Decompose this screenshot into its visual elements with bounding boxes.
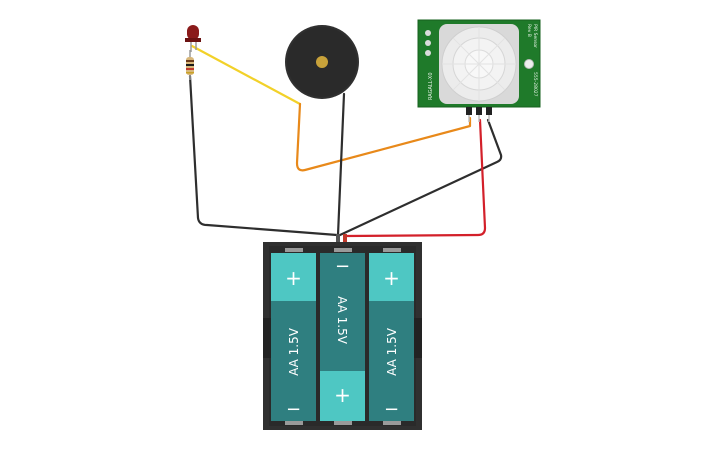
resistor-icon[interactable] xyxy=(186,50,194,80)
battery-cell-2: − AA 1.5V + xyxy=(320,253,365,421)
pir-left-text: RAGALL-X0 xyxy=(428,72,434,100)
cell-1-top-terminal: + xyxy=(285,266,302,290)
cell-3-top-terminal: + xyxy=(383,266,400,290)
cell-1-bottom-terminal: − xyxy=(286,399,301,420)
wire-orange[interactable] xyxy=(295,102,472,172)
cell-2-label: AA 1.5V xyxy=(335,296,349,345)
cell-3-label: AA 1.5V xyxy=(385,327,399,376)
pir-right-text-1: PIR Sensor xyxy=(532,24,538,48)
wire-red[interactable] xyxy=(343,118,487,243)
battery-pack-icon[interactable]: + AA 1.5V − − AA 1.5V + + AA 1.5V − xyxy=(263,234,422,430)
cell-3-bottom-terminal: − xyxy=(384,399,399,420)
buzzer-icon[interactable] xyxy=(285,25,359,99)
cell-1-label: AA 1.5V xyxy=(287,327,301,376)
pir-right-text-3: 555-28027 xyxy=(532,72,538,97)
wire-black-buzzer[interactable] xyxy=(336,92,346,237)
pir-sensor-icon[interactable]: RAGALL-X0 PIR Sensor Rev B 555-28027 xyxy=(417,19,541,122)
wire-black-led[interactable] xyxy=(188,74,339,237)
cell-2-top-terminal: − xyxy=(335,256,350,277)
wire-black-pir[interactable] xyxy=(338,118,503,237)
wire-yellow[interactable] xyxy=(190,44,302,106)
battery-cell-1: + AA 1.5V − xyxy=(271,253,316,421)
cell-2-bottom-terminal: + xyxy=(334,383,351,407)
led-icon[interactable] xyxy=(185,25,201,52)
pir-right-text-2: Rev B xyxy=(526,24,532,37)
wires xyxy=(188,44,503,243)
battery-cell-3: + AA 1.5V − xyxy=(369,253,414,421)
